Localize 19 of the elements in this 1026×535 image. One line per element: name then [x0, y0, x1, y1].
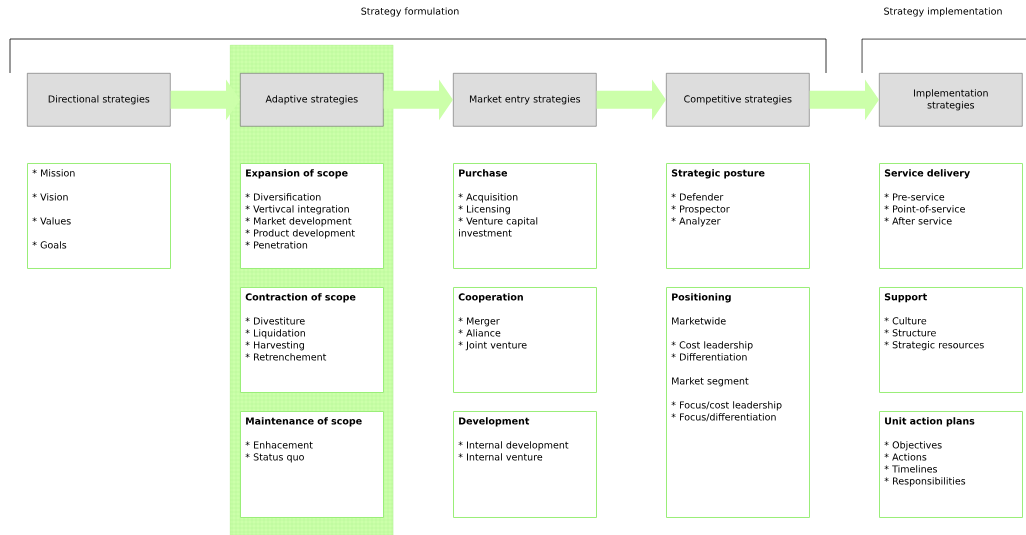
strategy-box: Implementation strategies [879, 73, 1023, 127]
list-box: Positioning Marketwide * Cost leadership * Differentiation Market segment * Focus/cost leadership * Focus/differentiation [666, 287, 810, 518]
list-box: Unit action plans * Objectives * Actions * Timelines * Responsibilities [879, 411, 1023, 518]
list-box: Cooperation * Merger * Aliance * Joint venture [453, 287, 597, 393]
list-box: Expansion of scope * Diversification * Vertivcal integration * Market development * Product development * Penetration [240, 163, 384, 269]
bracket-label: Strategy implementation [884, 7, 1002, 17]
list-box: Service delivery * Pre-service * Point-of-service * After service [879, 163, 1023, 269]
list-box: * Mission * Vision * Values * Goals [27, 163, 171, 269]
strategy-box: Market entry strategies [453, 73, 597, 127]
strategy-box: Competitive strategies [666, 73, 810, 127]
list-box: Development * Internal development * Internal venture [453, 411, 597, 518]
list-box: Contraction of scope * Divestiture * Liquidation * Harvesting * Retrenchement [240, 287, 384, 393]
list-box: Support * Culture * Structure * Strategic resources [879, 287, 1023, 393]
strategy-box: Adaptive strategies [240, 73, 384, 127]
list-box: Maintenance of scope * Enhacement * Status quo [240, 411, 384, 518]
list-box: Purchase * Acquisition * Licensing * Venture capital investment [453, 163, 597, 269]
list-box: Strategic posture * Defender * Prospector * Analyzer [666, 163, 810, 269]
bracket-label: Strategy formulation [361, 7, 459, 17]
strategy-box: Directional strategies [27, 73, 171, 127]
